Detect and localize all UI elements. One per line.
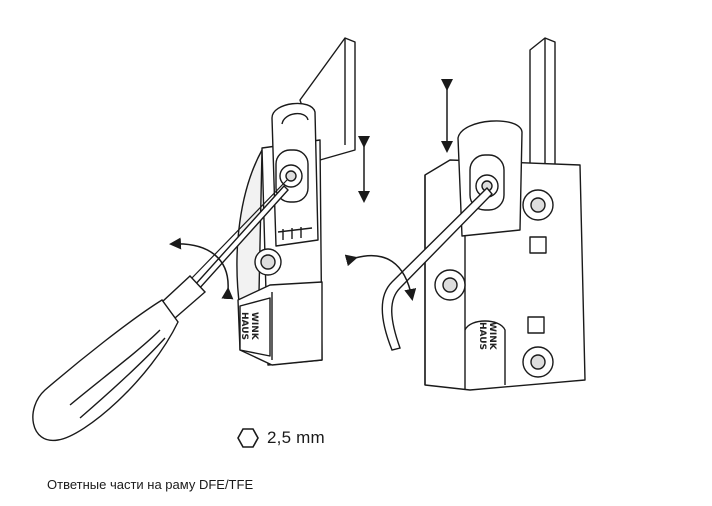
rotation-arrow-icon bbox=[169, 237, 234, 300]
svg-text:WINK: WINK bbox=[249, 312, 259, 341]
svg-text:HAUS: HAUS bbox=[477, 322, 487, 350]
hex-key-size: 2,5 mm bbox=[237, 424, 325, 452]
svg-text:HAUS: HAUS bbox=[239, 312, 249, 340]
rotation-arrow-icon bbox=[344, 254, 417, 301]
figure-caption: Ответные части на раму DFE/TFE bbox=[47, 477, 254, 492]
hex-key-icon bbox=[237, 428, 259, 448]
right-strike-plate bbox=[424, 37, 586, 391]
hex-size-label: 2,5 mm bbox=[267, 428, 325, 447]
svg-text:WINK: WINK bbox=[487, 322, 497, 351]
